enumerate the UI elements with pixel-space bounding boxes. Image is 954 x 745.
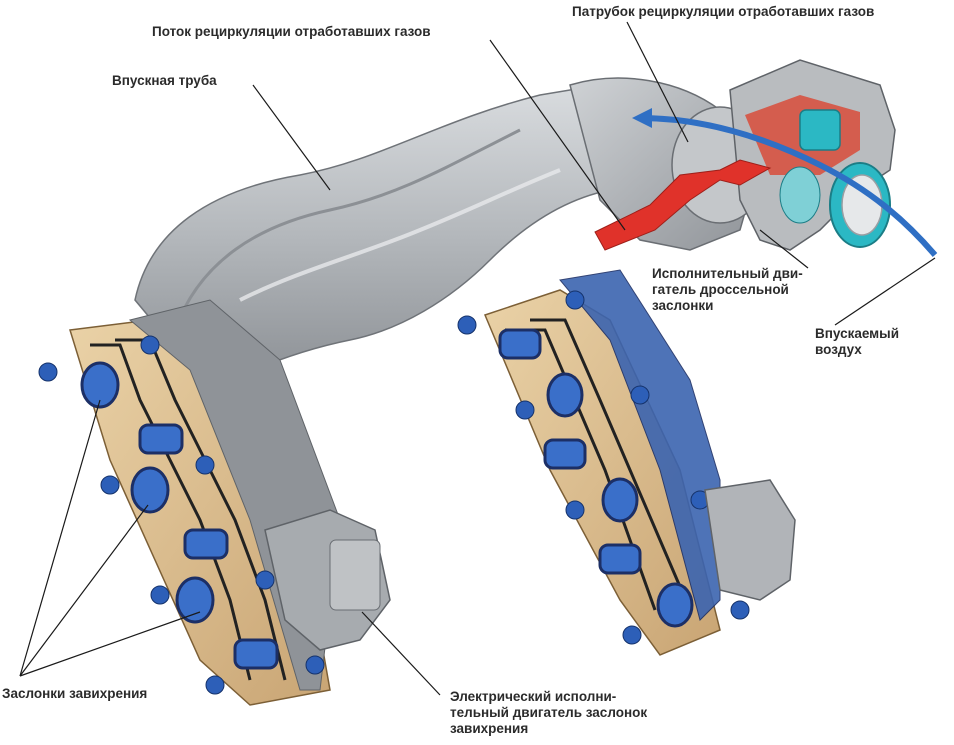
intake-pipe — [134, 84, 641, 391]
leader-egr-flow — [489, 39, 626, 231]
label-swirl-actuator-line-2: тельный двигатель заслонок — [450, 705, 648, 720]
right-intake-ports — [498, 328, 694, 628]
label-swirl-actuator-line-1: Электрический исполни- — [450, 689, 617, 704]
leader-throttle-actuator — [759, 229, 809, 269]
leader-intake-air — [834, 257, 936, 326]
label-intake-air-line-2: воздух — [815, 342, 862, 357]
label-swirl-actuator: Электрический исполни- тельный двигатель… — [450, 689, 647, 737]
leader-swirl-flap-1 — [19, 399, 101, 677]
label-intake-air-line-1: Впускаемый — [815, 326, 899, 341]
left-bank-bolts — [38, 335, 325, 695]
throttle-actuator-housing — [729, 59, 896, 251]
leader-swirl-actuator — [361, 611, 441, 696]
label-egr-flow: Поток рециркуляции отработавших газов — [152, 24, 431, 39]
label-swirl-flaps: Заслонки завихрения — [2, 686, 148, 701]
leader-swirl-flap-2 — [19, 504, 149, 677]
label-intake-air: Впускаемый воздух — [815, 326, 899, 358]
label-throttle-actuator-line-2: гатель дроссельной — [652, 282, 789, 297]
egr-flow-arrow — [594, 159, 772, 251]
label-swirl-actuator-line-3: завихрения — [450, 721, 529, 736]
label-throttle-actuator-line-3: заслонки — [652, 298, 714, 313]
leader-lines — [19, 21, 936, 696]
intake-air-flow — [632, 108, 938, 257]
left-swirl-actuator — [264, 509, 391, 651]
leader-intake-pipe — [252, 84, 331, 191]
label-egr-pipe: Патрубок рециркуляции отработавших газов — [572, 4, 875, 19]
right-swirl-actuator — [704, 479, 796, 601]
label-throttle-actuator-line-1: Исполнительный дви- — [652, 266, 803, 281]
left-intake-ports — [80, 361, 279, 670]
label-intake-pipe: Впускная труба — [112, 73, 217, 88]
leader-egr-pipe — [626, 21, 689, 143]
leader-swirl-flap-3 — [19, 611, 201, 677]
right-bank-bolts — [457, 290, 750, 645]
label-throttle-actuator: Исполнительный дви- гатель дроссельной з… — [652, 266, 803, 314]
